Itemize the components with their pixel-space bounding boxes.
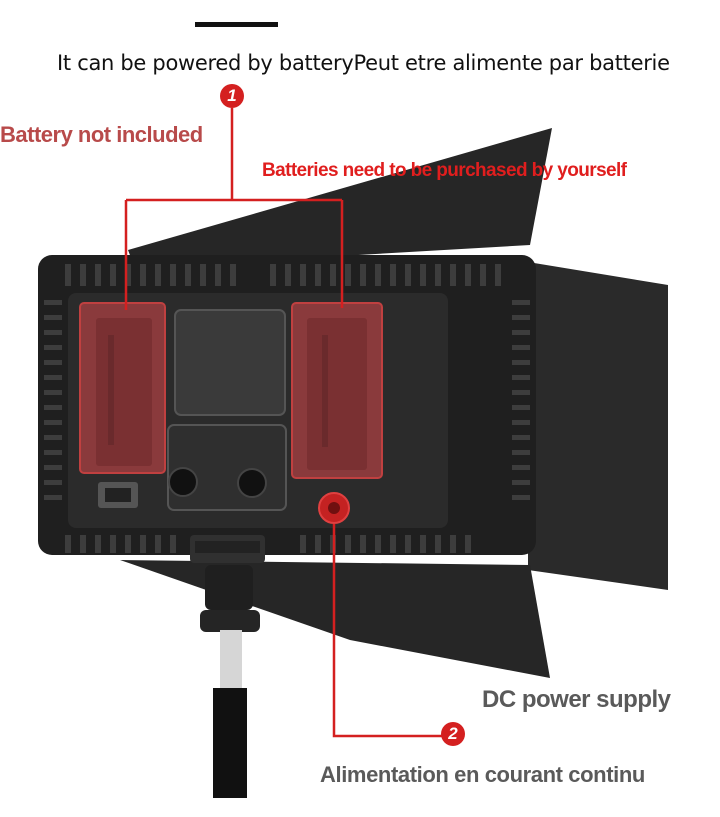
vent-slots-side (44, 300, 530, 500)
brightness-knob (168, 467, 198, 497)
batteries-purchase-label: Batteries need to be purchased by yourse… (262, 160, 627, 181)
vent-slots-bottom (65, 535, 471, 553)
dc-power-supply-label: DC power supply (482, 686, 671, 713)
barn-door-top (128, 128, 552, 268)
color-temp-knob (237, 468, 267, 498)
battery-not-included-label: Battery not included (0, 122, 203, 147)
headline-text: It can be powered by batteryPeut etre al… (57, 51, 670, 75)
stand-pole-top (220, 630, 242, 690)
callout-number-1: 1 (220, 84, 244, 108)
alimentation-label: Alimentation en courant continu (320, 762, 645, 787)
display-window (174, 309, 286, 416)
vent-slots-top (65, 264, 501, 286)
ball-head (205, 565, 253, 610)
stand-pole (213, 688, 247, 798)
callout-number-2: 2 (441, 722, 465, 746)
top-divider-bar (195, 22, 278, 27)
callout-line-dc (332, 524, 443, 738)
callout-lines-battery (124, 108, 344, 310)
barn-door-right (528, 262, 668, 590)
